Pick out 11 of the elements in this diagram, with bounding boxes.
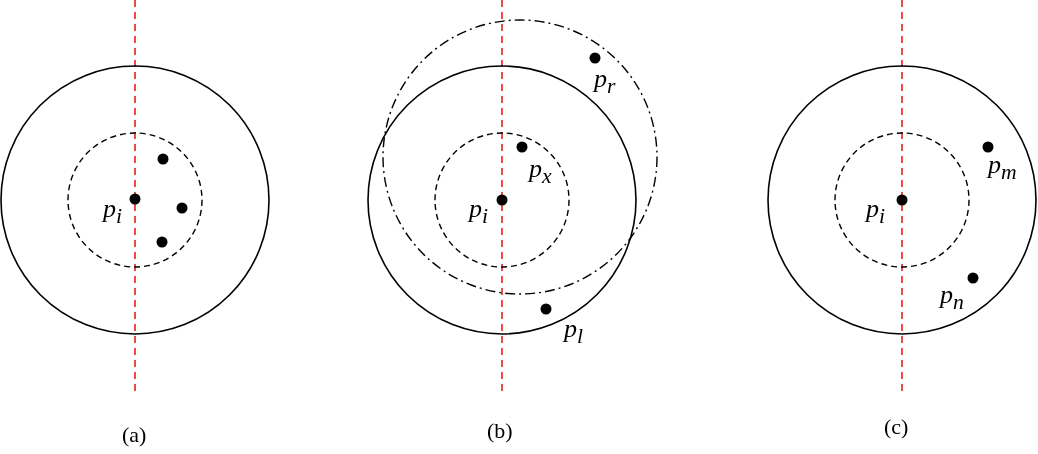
- point-label: p$_{i}$: [103, 196, 123, 228]
- panel-caption: (a): [122, 424, 147, 446]
- point-label: p$_{i}$: [866, 196, 886, 228]
- point-label: p$_{i}$: [469, 196, 489, 228]
- point-label: p$_{x}$: [529, 156, 552, 188]
- point-label: p$_{m}$: [988, 152, 1017, 184]
- point-label: p$_{n}$: [940, 282, 964, 314]
- panel-caption: (b): [487, 420, 513, 442]
- panel-caption: (c): [884, 416, 909, 438]
- point-label: p$_{r}$: [594, 66, 616, 98]
- point-label: p$_{l}$: [564, 316, 584, 348]
